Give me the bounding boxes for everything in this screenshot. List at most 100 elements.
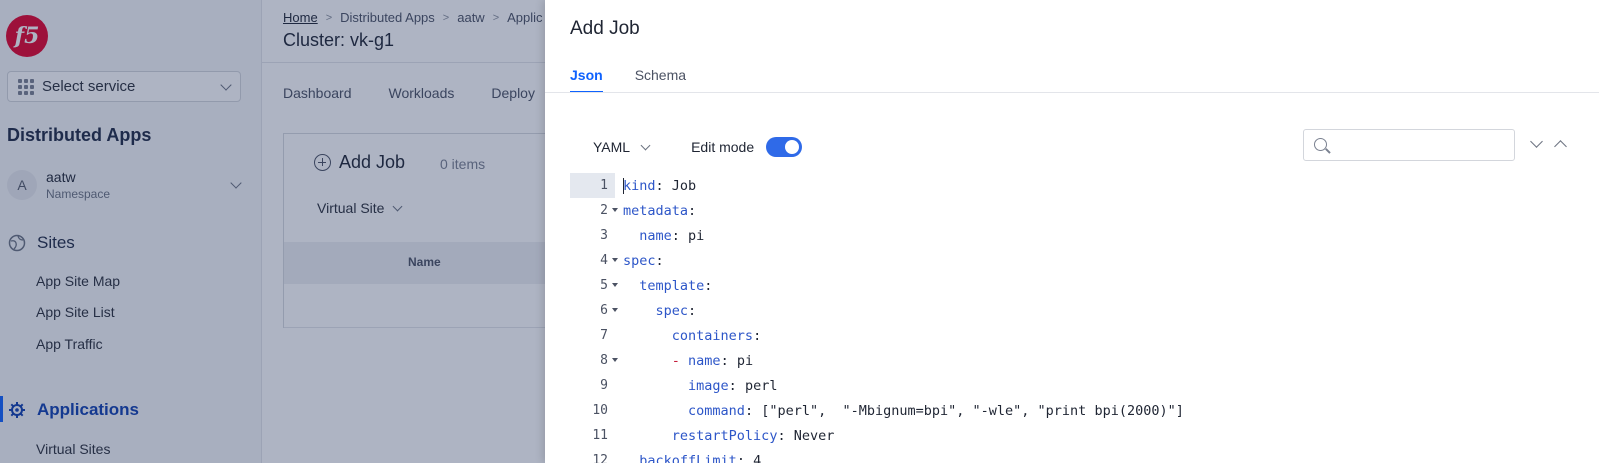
code-content: - name: pi [615, 353, 753, 369]
yaml-key: name [639, 227, 672, 244]
yaml-key: containers [671, 327, 754, 344]
next-match-chevron-down-icon[interactable] [1530, 135, 1543, 148]
yaml-value: Job [663, 177, 697, 194]
search-input[interactable] [1334, 134, 1510, 156]
applications-section-label: Applications [37, 400, 140, 419]
code-content: restartPolicy: Never [615, 427, 835, 444]
code-line[interactable]: 8 - name: pi [570, 348, 1580, 373]
sidebar-item-app-site-map[interactable]: App Site Map [36, 273, 121, 289]
edit-mode-label: Edit mode [691, 139, 755, 155]
code-content: spec: [615, 302, 697, 319]
add-job-button[interactable]: Add Job [314, 152, 405, 173]
breadcrumb-item[interactable]: aatw [457, 10, 485, 25]
yaml-key: image [688, 377, 729, 394]
breadcrumb-item[interactable]: Applic [507, 10, 543, 25]
colon: : [736, 452, 745, 463]
code-content: containers: [615, 328, 761, 344]
breadcrumb: Home > Distributed Apps > aatw > Applic [283, 10, 543, 25]
code-line[interactable]: 12 backoffLimit: 4 [570, 448, 1580, 463]
fold-arrow-icon[interactable] [612, 258, 618, 262]
modal-backdrop[interactable] [0, 0, 545, 463]
line-number: 2 [570, 198, 618, 223]
plus-circle-icon [314, 154, 331, 171]
divider [545, 92, 1599, 93]
colon: : [688, 302, 697, 319]
sidebar-section-applications[interactable]: Applications [8, 400, 139, 420]
format-select[interactable]: YAML [593, 139, 651, 155]
tab-deploy[interactable]: Deploy [491, 85, 535, 101]
namespace-selector[interactable]: A aatw Namespace [7, 165, 252, 205]
code-content: image: perl [615, 378, 777, 394]
tab-schema[interactable]: Schema [634, 67, 687, 83]
colon: : [688, 202, 697, 219]
namespace-name: aatw [46, 169, 76, 185]
yaml-key: spec [655, 302, 689, 319]
yaml-key: name [688, 352, 721, 369]
line-number: 8 [570, 348, 618, 373]
indent [623, 453, 639, 463]
drawer-title: Add Job [570, 18, 640, 39]
indent [623, 403, 688, 419]
colon: : [753, 327, 762, 344]
search-icon [1314, 138, 1327, 151]
code-line[interactable]: 10 command: ["perl", "-Mbignum=bpi", "-w… [570, 398, 1580, 423]
line-number: 6 [570, 298, 618, 323]
fold-arrow-icon[interactable] [612, 308, 618, 312]
code-line[interactable]: 11 restartPolicy: Never [570, 423, 1580, 448]
sites-section-label: Sites [37, 233, 75, 252]
chevron-down-icon [640, 140, 651, 150]
add-job-label: Add Job [339, 152, 406, 172]
gear-icon [9, 402, 25, 418]
sidebar: f5 Select service Distributed Apps A aat… [0, 0, 262, 463]
fold-arrow-icon[interactable] [612, 358, 618, 362]
service-select-label: Select service [42, 78, 136, 95]
code-content: backoffLimit: 4 [615, 453, 761, 463]
virtual-site-filter[interactable]: Virtual Site [317, 200, 403, 216]
code-line[interactable]: 7 containers: [570, 323, 1580, 348]
sidebar-item-app-traffic[interactable]: App Traffic [36, 336, 103, 352]
toggle-knob [785, 140, 800, 154]
sidebar-title: Distributed Apps [7, 125, 152, 145]
namespace-label: Namespace [46, 187, 111, 201]
code-line[interactable]: 9 image: perl [570, 373, 1580, 398]
yaml-key: restartPolicy [671, 427, 778, 444]
sidebar-section-sites[interactable]: Sites [8, 233, 75, 253]
previous-match-chevron-up-icon[interactable] [1554, 140, 1567, 153]
colon: : [744, 402, 754, 419]
fold-arrow-icon[interactable] [612, 208, 618, 212]
breadcrumb-item[interactable]: Distributed Apps [340, 10, 435, 25]
indent [623, 353, 672, 369]
code-line[interactable]: 3 name: pi [570, 223, 1580, 248]
chevron-right-icon: > [442, 11, 450, 24]
code-content: name: pi [615, 228, 704, 244]
tab-dashboard[interactable]: Dashboard [283, 85, 352, 101]
tab-workloads[interactable]: Workloads [388, 85, 455, 101]
yaml-key: command [688, 402, 745, 419]
code-line[interactable]: 5 template: [570, 273, 1580, 298]
fold-arrow-icon[interactable] [612, 283, 618, 287]
service-select[interactable]: Select service [7, 71, 241, 102]
column-header-name[interactable]: Name [408, 255, 441, 269]
edit-mode-toggle[interactable] [766, 137, 803, 157]
indent [623, 228, 639, 244]
colon: : [777, 427, 786, 444]
yaml-value: pi [679, 227, 705, 244]
yaml-key: backoffLimit [639, 452, 737, 463]
sidebar-item-app-site-list[interactable]: App Site List [36, 304, 115, 320]
f5-logo[interactable]: f5 [6, 15, 48, 57]
breadcrumb-home[interactable]: Home [283, 10, 318, 25]
tab-json[interactable]: Json [570, 67, 603, 93]
format-select-value: YAML [593, 139, 631, 155]
virtual-site-filter-label: Virtual Site [317, 200, 385, 216]
code-content: kind: Job [615, 177, 697, 194]
sidebar-item-virtual-sites[interactable]: Virtual Sites [36, 441, 111, 457]
colon: : [720, 352, 729, 369]
code-line[interactable]: 6 spec: [570, 298, 1580, 323]
colon: : [671, 227, 680, 244]
yaml-key: template [639, 277, 705, 294]
